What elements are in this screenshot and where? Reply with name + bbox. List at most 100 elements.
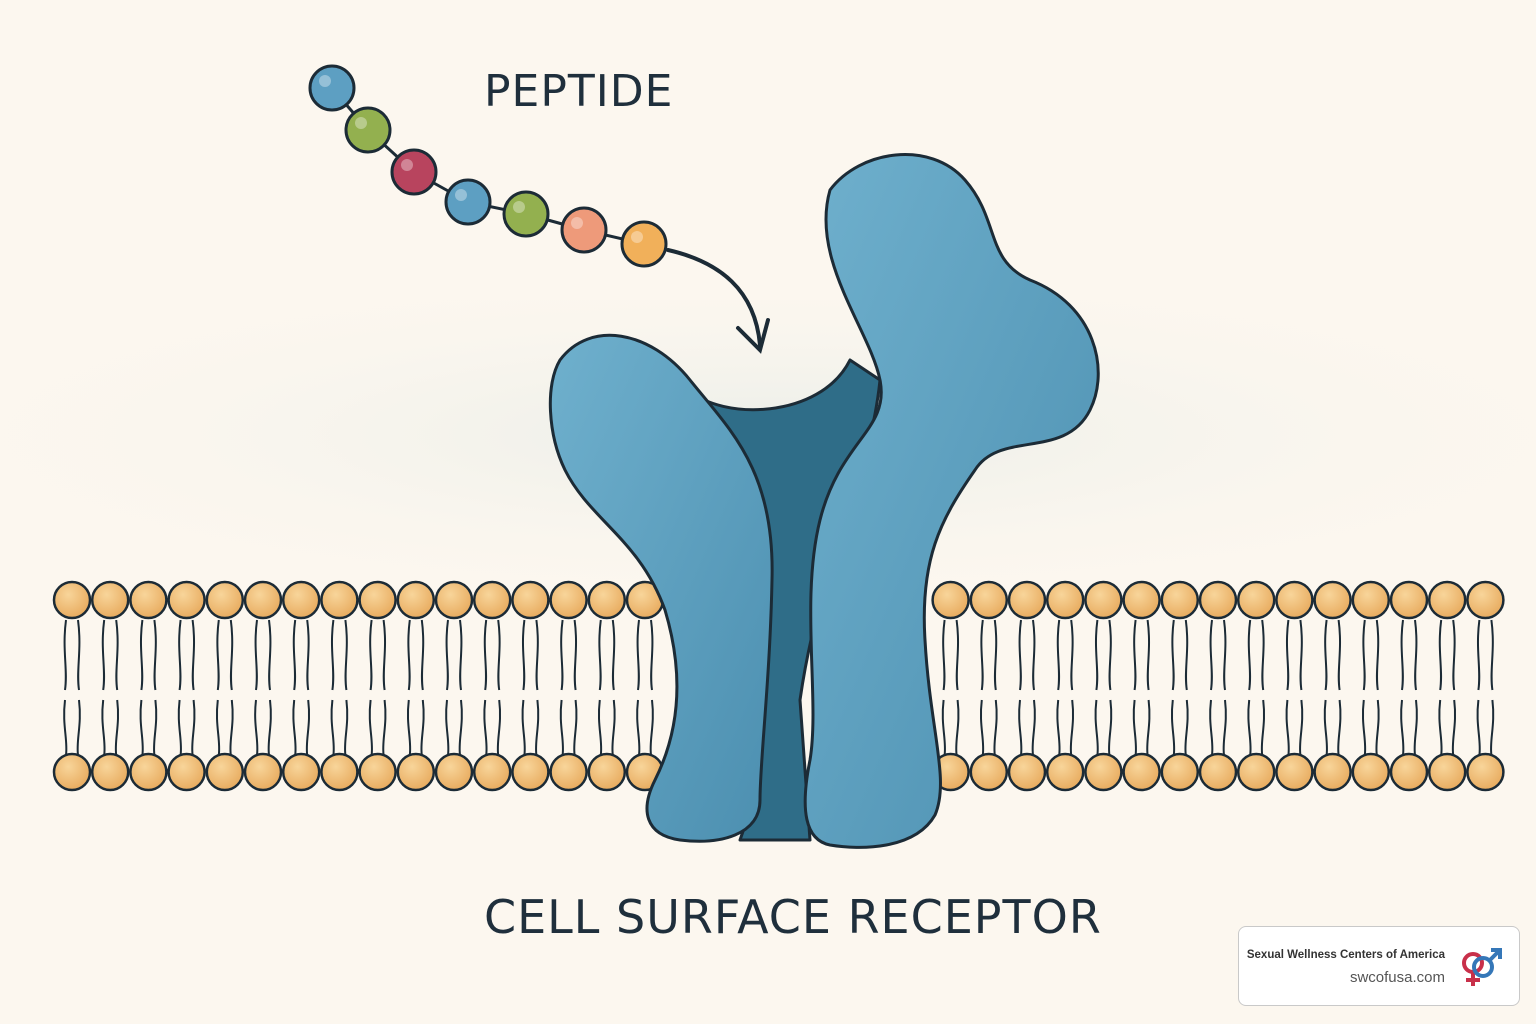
lipid-head-top xyxy=(1351,580,1391,620)
lipid-tails xyxy=(1361,619,1380,756)
amino-acid-bead xyxy=(390,148,438,196)
lipid-head-bottom xyxy=(472,752,512,792)
lipid-head-bottom xyxy=(1389,752,1429,792)
lipid-head-top xyxy=(243,580,283,620)
lipid-head-top xyxy=(205,580,245,620)
lipid-tails xyxy=(254,619,272,756)
lipid-head-bottom xyxy=(129,752,168,792)
lipid-head-bottom xyxy=(205,752,245,792)
lipid-tails xyxy=(521,619,540,756)
lipid-head-top xyxy=(1122,580,1161,620)
watermark-badge: Sexual Wellness Centers of America swcof… xyxy=(1238,926,1520,1006)
lipid-head-bottom xyxy=(243,752,283,792)
lipid-head-bottom xyxy=(1160,752,1200,792)
lipid-head-bottom xyxy=(1313,752,1352,792)
lipid-tails xyxy=(63,619,81,756)
lipid-head-bottom xyxy=(320,752,359,792)
lipid-tails xyxy=(445,619,463,756)
lipid-head-bottom xyxy=(167,752,206,792)
gender-symbols-icon xyxy=(1462,948,1502,986)
lipid-head-top xyxy=(587,580,627,620)
lipid-tails xyxy=(941,619,960,756)
lipid-tails xyxy=(177,619,196,756)
lipid-tails xyxy=(1056,619,1075,756)
lipid-head-top xyxy=(320,580,359,620)
lipid-head-bottom xyxy=(511,752,550,792)
lipid-head-top xyxy=(1160,580,1200,620)
lipid-head-bottom xyxy=(587,752,627,792)
bead-highlight xyxy=(513,201,525,213)
lipid-head-top xyxy=(1389,580,1429,620)
lipid-tails xyxy=(368,619,387,756)
lipid-head-top xyxy=(1427,580,1467,620)
amino-acid-bead xyxy=(620,220,668,268)
amino-acid-bead xyxy=(308,64,356,112)
lipid-tails xyxy=(215,619,234,756)
bead-highlight xyxy=(455,189,467,201)
lipid-tails xyxy=(101,619,120,756)
lipid-tails xyxy=(406,619,425,756)
lipid-head-top xyxy=(1198,580,1238,620)
lipid-tails xyxy=(1209,619,1227,756)
bead-highlight xyxy=(571,217,583,229)
lipid-tails xyxy=(597,619,616,756)
lipid-bilayer xyxy=(52,580,1505,792)
lipid-head-top xyxy=(1084,580,1123,620)
lipid-tails xyxy=(1323,619,1342,756)
lipid-head-top xyxy=(90,580,130,620)
watermark-name: Sexual Wellness Centers of America xyxy=(1246,949,1445,961)
lipid-head-bottom xyxy=(1122,752,1161,792)
lipid-tails xyxy=(330,619,349,756)
peptide-label: PEPTIDE xyxy=(484,66,674,117)
lipid-tails xyxy=(979,619,998,756)
receptor-right-subunit xyxy=(803,153,1100,849)
lipid-head-top xyxy=(1236,580,1276,620)
cell-surface-receptor xyxy=(548,153,1100,849)
lipid-head-bottom xyxy=(1351,752,1391,792)
lipid-head-top xyxy=(396,580,436,620)
lipid-head-bottom xyxy=(358,752,397,792)
bead-highlight xyxy=(631,231,643,243)
bead-highlight xyxy=(401,159,413,171)
lipid-tails xyxy=(1285,619,1304,756)
bead-highlight xyxy=(319,75,331,87)
receptor-label: CELL SURFACE RECEPTOR xyxy=(484,890,1102,944)
amino-acid-bead xyxy=(560,206,608,254)
lipid-head-bottom xyxy=(52,752,92,792)
lipid-head-bottom xyxy=(281,752,321,792)
amino-acid-bead xyxy=(502,190,550,238)
lipid-head-top xyxy=(1313,580,1352,620)
watermark-url: swcofusa.com xyxy=(1349,969,1445,986)
lipid-tails xyxy=(559,619,578,756)
lipid-head-bottom xyxy=(90,752,130,792)
lipid-head-top xyxy=(472,580,512,620)
lipid-head-bottom xyxy=(396,752,436,792)
lipid-head-bottom xyxy=(434,752,474,792)
lipid-head-bottom xyxy=(1236,752,1276,792)
lipid-tails xyxy=(1476,619,1495,756)
lipid-head-top xyxy=(931,580,970,620)
lipid-head-bottom xyxy=(1275,752,1314,792)
lipid-tails xyxy=(1094,619,1113,756)
lipid-head-bottom xyxy=(1466,752,1505,792)
lipid-head-top xyxy=(1466,580,1505,620)
lipid-head-bottom xyxy=(1045,752,1085,792)
lipid-tails xyxy=(1018,619,1036,756)
lipid-head-bottom xyxy=(1198,752,1238,792)
lipid-head-top xyxy=(549,580,588,620)
receptor-left-subunit xyxy=(548,333,774,843)
lipid-head-bottom xyxy=(549,752,588,792)
lipid-head-bottom xyxy=(1427,752,1467,792)
lipid-head-top xyxy=(1275,580,1314,620)
lipid-head-top xyxy=(129,580,168,620)
lipid-head-bottom xyxy=(1084,752,1123,792)
lipid-head-bottom xyxy=(969,752,1009,792)
lipid-tails xyxy=(292,619,311,756)
lipid-head-top xyxy=(358,580,397,620)
lipid-head-top xyxy=(52,580,92,620)
lipid-tails xyxy=(483,619,502,756)
lipid-tails xyxy=(1400,619,1418,756)
lipid-head-top xyxy=(281,580,321,620)
amino-acid-bead xyxy=(444,178,492,226)
